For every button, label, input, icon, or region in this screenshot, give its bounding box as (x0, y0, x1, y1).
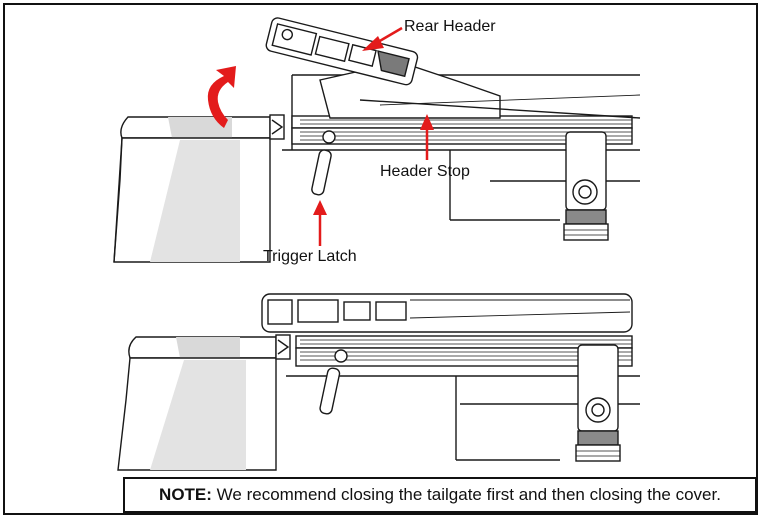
tailgate-side-shade (150, 140, 240, 262)
rear-header-arrow-line (377, 26, 403, 44)
header-stop-label: Header Stop (380, 163, 470, 180)
trigger-latch-arrow-head (313, 200, 327, 215)
clamp-bottom (575, 344, 621, 462)
trigger-latch-label: Trigger Latch (263, 248, 357, 265)
trigger-latch-part (311, 149, 332, 196)
tailgate-shade-top (168, 117, 232, 138)
top-illustration (113, 17, 641, 263)
latch-pin (322, 130, 336, 144)
red-arrows-top (207, 26, 434, 246)
rear-header-arrow-head (362, 36, 384, 51)
rear-header-part (265, 17, 419, 86)
rear-header-label: Rear Header (404, 18, 496, 35)
clamp-top (563, 131, 609, 241)
note-box: NOTE: We recommend closing the tailgate … (123, 477, 757, 513)
rotate-arrow (207, 66, 236, 128)
bottom-illustration (117, 293, 640, 471)
note-text: We recommend closing the tailgate first … (211, 485, 721, 504)
note-prefix: NOTE: (159, 485, 212, 504)
header-stop-arrow-head (420, 114, 434, 130)
